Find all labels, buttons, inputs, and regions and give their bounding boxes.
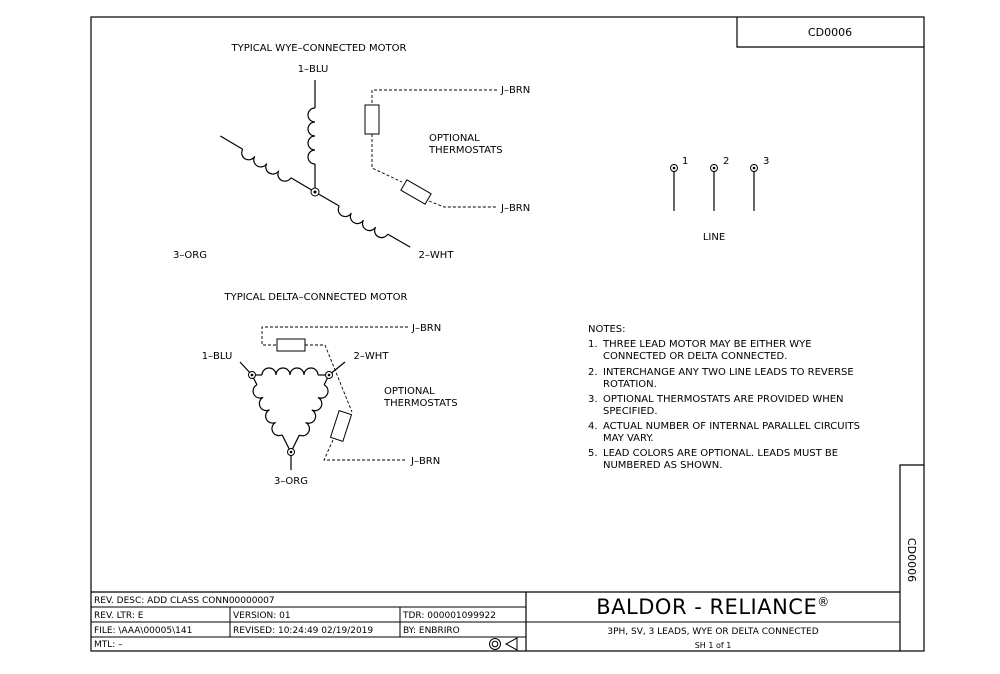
delta-lead2-label: 2–WHT [354,351,390,362]
wye-title: TYPICAL WYE–CONNECTED MOTOR [231,43,407,54]
drawing-number-top: CD0006 [808,26,852,39]
wye-thermostat-label-2: THERMOSTATS [428,145,503,156]
wye-thermostat-1 [364,104,380,135]
file-path: FILE: \AAA\00005\141 [94,626,192,636]
tdr-number: TDR: 000001099922 [402,611,496,621]
note-2-line-1: INTERCHANGE ANY TWO LINE LEADS TO REVERS… [603,367,854,378]
delta-thermostat-leads [261,326,408,461]
wye-thermostat-label-1: OPTIONAL [429,133,480,144]
notes-block: NOTES: 1. THREE LEAD MOTOR MAY BE EITHER… [588,324,860,471]
note-2-line-2: ROTATION. [603,379,657,390]
sheet-border [90,16,925,652]
wye-winding-1 [307,80,316,192]
note-3-number: 3. [588,394,598,405]
line-terminals: 1 2 3 LINE [670,156,769,243]
drawing-number-box-top: CD0006 [736,17,924,48]
wye-winding-2 [314,191,411,248]
delta-diagram: TYPICAL DELTA–CONNECTED MOTOR 1–BLU 2–WH… [202,292,458,487]
note-4-number: 4. [588,421,598,432]
wye-jbrn-bottom: J–BRN [500,203,530,214]
note-5-number: 5. [588,448,598,459]
note-5-line-2: NUMBERED AS SHOWN. [603,460,722,471]
material: MTL: – [94,640,123,650]
wye-lead2-label: 2–WHT [419,250,455,261]
note-2-number: 2. [588,367,598,378]
line-label: LINE [703,232,725,243]
version: VERSION: 01 [233,611,291,621]
note-1-line-2: CONNECTED OR DELTA CONNECTED. [603,351,787,362]
note-3-line-2: SPECIFIED. [603,406,658,417]
note-5-line-1: LEAD COLORS ARE OPTIONAL. LEADS MUST BE [603,448,838,459]
rev-ltr: REV. LTR: E [94,611,144,621]
delta-thermostat-label-2: THERMOSTATS [383,398,458,409]
note-4-line-1: ACTUAL NUMBER OF INTERNAL PARALLEL CIRCU… [603,421,860,432]
drawing-number-box-side: CD0006 [899,464,924,651]
delta-lead1-label: 1–BLU [202,351,233,362]
drawing-description: 3PH, SV, 3 LEADS, WYE OR DELTA CONNECTED [607,627,818,637]
delta-title: TYPICAL DELTA–CONNECTED MOTOR [223,292,407,303]
note-4-line-2: MAY VARY. [603,433,654,444]
rev-desc: REV. DESC: ADD CLASS CONN00000007 [94,596,275,606]
wye-jbrn-top: J–BRN [500,85,530,96]
drawn-by: BY: ENBRIRO [403,626,460,636]
revised-date: REVISED: 10:24:49 02/19/2019 [233,626,373,636]
note-1-line-1: THREE LEAD MOTOR MAY BE EITHER WYE [602,339,812,350]
delta-lead3-label: 3–ORG [274,476,308,487]
delta-thermostat-label-1: OPTIONAL [384,386,435,397]
sheet-number: SH 1 of 1 [695,641,732,650]
wye-thermostat-2 [400,179,432,205]
note-3-line-1: OPTIONAL THERMOSTATS ARE PROVIDED WHEN [603,394,844,405]
wye-lead1-label: 1–BLU [298,64,329,75]
brand-name: BALDOR - RELIANCE® [596,595,829,619]
note-1-number: 1. [588,339,598,350]
wye-lead3-label: 3–ORG [173,250,207,261]
line-terminal-label-3: 3 [763,156,769,167]
wye-thermostat-leads [364,89,497,208]
delta-jbrn-top: J–BRN [411,323,441,334]
line-terminal-label-2: 2 [723,156,729,167]
delta-winding-left [251,374,292,453]
wye-diagram: TYPICAL WYE–CONNECTED MOTOR 1–BLU 3–ORG … [173,43,530,261]
title-block: REV. DESC: ADD CLASS CONN00000007 REV. L… [91,591,900,651]
projection-symbol-icon [489,637,518,651]
delta-winding-top [252,367,329,376]
notes-heading: NOTES: [588,324,626,335]
delta-thermostat-1 [276,338,306,352]
delta-winding-right [290,374,330,453]
drawing-number-side: CD0006 [905,538,918,582]
wye-winding-3 [220,135,316,193]
delta-jbrn-bottom: J–BRN [410,456,440,467]
delta-thermostat-2 [329,410,353,442]
line-terminal-label-1: 1 [682,156,688,167]
